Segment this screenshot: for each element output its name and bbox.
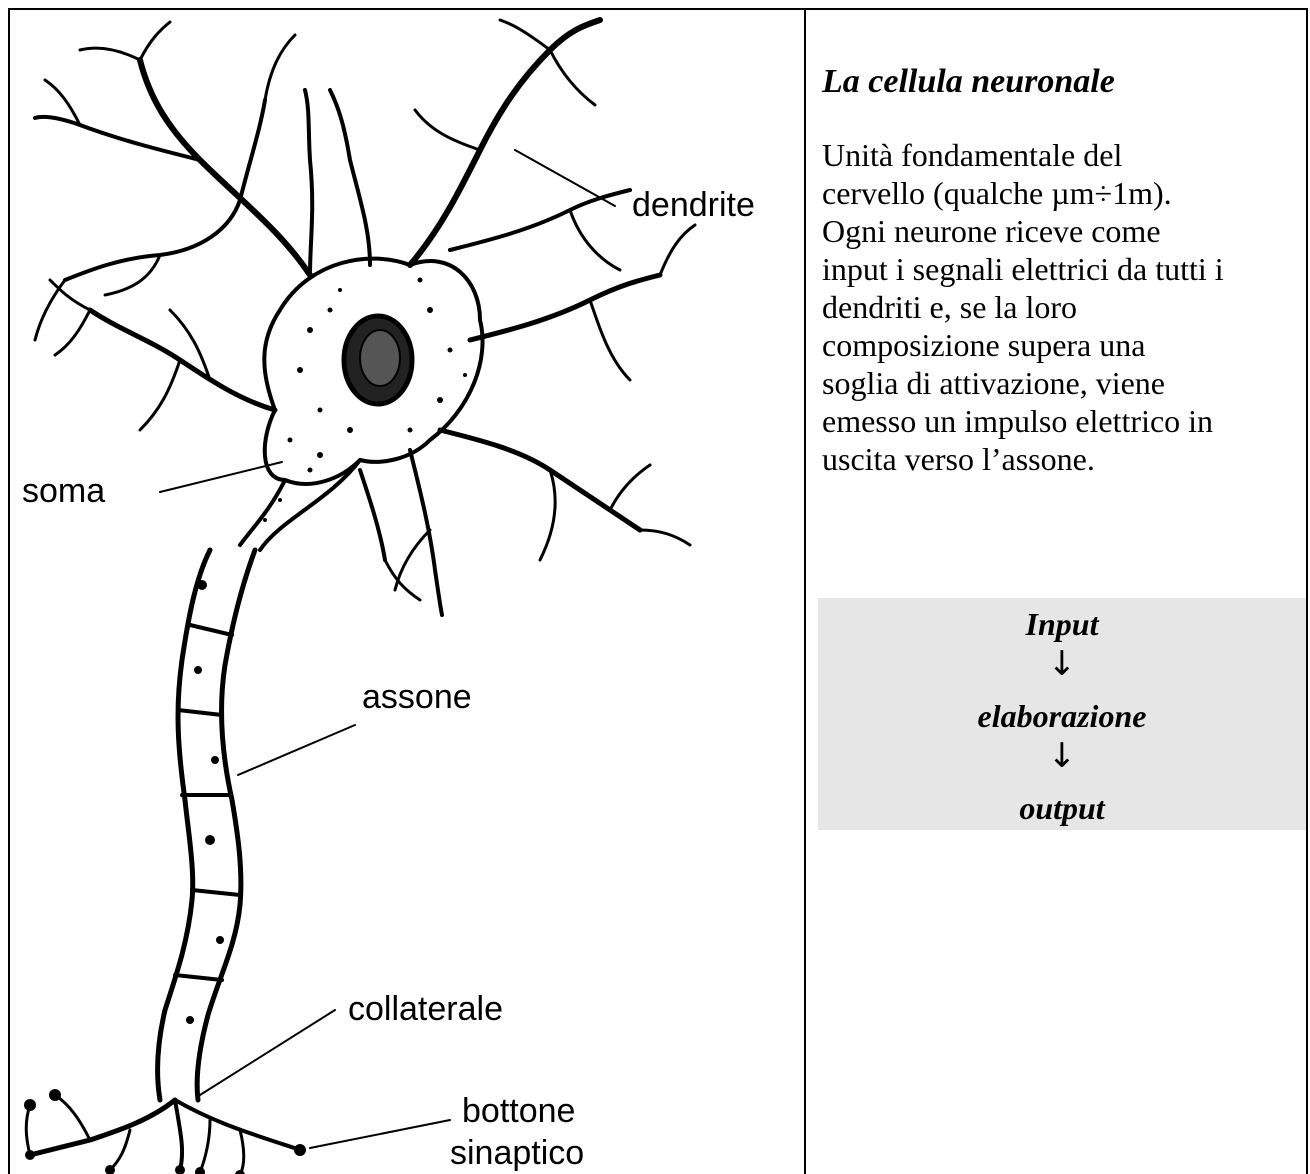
- down-arrow-icon: ↓: [818, 646, 1306, 682]
- flow-box: Input ↓ elaborazione ↓ output: [818, 598, 1306, 830]
- body-line: cervello (qualche µm÷1m).: [822, 174, 1310, 212]
- label-assone: assone: [362, 678, 472, 716]
- label-dendrite: dendrite: [632, 186, 755, 224]
- body-line: Unità fondamentale del: [822, 136, 1310, 174]
- panel-title: La cellula neuronale: [822, 60, 1302, 104]
- soma-leader-line: [160, 462, 282, 492]
- body-line: uscita verso l’assone.: [822, 440, 1310, 478]
- label-bottone: bottone: [462, 1092, 575, 1130]
- axon-hillock: [240, 480, 285, 545]
- assone-leader-line: [238, 725, 355, 775]
- label-soma: soma: [22, 472, 105, 510]
- flow-step-input: Input: [818, 606, 1306, 642]
- dendrite-leader-line: [515, 150, 615, 206]
- flow-step-output: output: [818, 790, 1306, 826]
- axon-outline-left: [158, 550, 210, 1100]
- body-line: Ogni neurone riceve come: [822, 212, 1310, 250]
- bottone-leader-line: [310, 1120, 450, 1148]
- neuron-figure: dendrite soma assone collaterale bottone…: [10, 10, 804, 1174]
- body-line: composizione supera una: [822, 326, 1310, 364]
- axon-terminal: [30, 1100, 175, 1155]
- body-line: input i segnali elettrici da tutti i: [822, 250, 1310, 288]
- label-sinaptico: sinaptico: [450, 1134, 584, 1172]
- flow-step-elaborazione: elaborazione: [818, 698, 1306, 734]
- column-divider: [804, 8, 806, 1174]
- description-panel: La cellula neuronale Unità fondamentale …: [822, 60, 1302, 478]
- body-line: dendriti e, se la loro: [822, 288, 1310, 326]
- body-line: emesso un impulso elettrico in: [822, 402, 1310, 440]
- down-arrow-icon: ↓: [818, 738, 1306, 774]
- collaterale-leader-line: [200, 1010, 335, 1095]
- label-collaterale: collaterale: [348, 990, 503, 1028]
- panel-body: Unità fondamentale del cervello (qualche…: [822, 136, 1310, 478]
- body-line: soglia di attivazione, viene: [822, 364, 1310, 402]
